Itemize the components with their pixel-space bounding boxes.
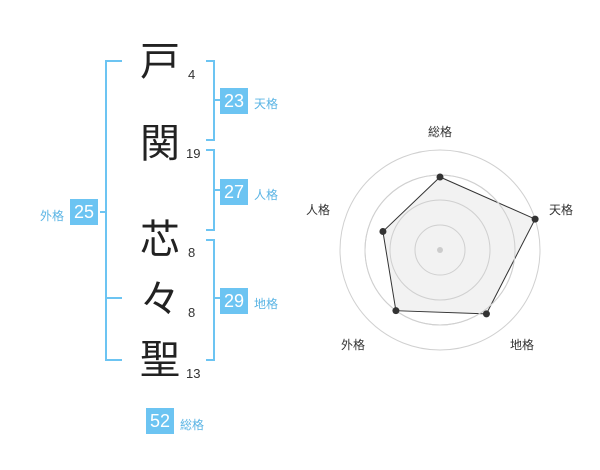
- gaikaku-badge: 25: [70, 199, 98, 225]
- jinkaku-badge: 27: [220, 179, 248, 205]
- radar-axis-label-tenkaku: 天格: [549, 203, 574, 217]
- name-char-3: 芯: [140, 217, 180, 263]
- chikaku-bracket: [206, 239, 220, 361]
- tenkaku-label: 天格: [254, 97, 279, 111]
- radar-center-dot: [437, 247, 443, 253]
- radar-point-2: [482, 310, 490, 318]
- jinkaku-bracket: [206, 149, 220, 231]
- chikaku-label: 地格: [254, 297, 279, 311]
- name-char-1: 戸: [140, 39, 180, 85]
- radar-axis-label-gaikaku: 外格: [341, 338, 366, 352]
- soukaku-badge: 52: [146, 408, 174, 434]
- stroke-count-1: 4: [188, 67, 196, 82]
- radar-axis-label-chikaku: 地格: [510, 338, 535, 352]
- radar-axis-label-jinkaku: 人格: [306, 203, 331, 217]
- radar-point-0: [436, 173, 444, 181]
- soukaku-label: 総格: [180, 418, 205, 432]
- radar-ring-overlay-1: [414, 224, 466, 276]
- radar-polygon: [382, 176, 536, 315]
- radar-axis-label-soukaku: 総格: [428, 125, 453, 139]
- chikaku-badge: 29: [220, 288, 248, 314]
- gaikaku-label: 外格: [40, 209, 65, 223]
- stroke-count-4: 8: [188, 305, 196, 320]
- tenkaku-bracket: [206, 60, 220, 141]
- radar-point-1: [531, 215, 539, 223]
- stroke-count-3: 8: [188, 245, 196, 260]
- radar-ring-overlay-2: [389, 199, 491, 301]
- stroke-count-5: 13: [186, 366, 201, 381]
- radar-point-4: [379, 227, 387, 235]
- jinkaku-label: 人格: [254, 188, 279, 202]
- stroke-count-2: 19: [186, 146, 201, 161]
- name-char-2: 関: [140, 121, 180, 167]
- gaikaku-bracket: [100, 60, 122, 361]
- name-char-5: 聖: [140, 337, 180, 383]
- tenkaku-badge: 23: [220, 88, 248, 114]
- radar-point-3: [392, 307, 400, 315]
- name-char-4: 々: [140, 277, 180, 323]
